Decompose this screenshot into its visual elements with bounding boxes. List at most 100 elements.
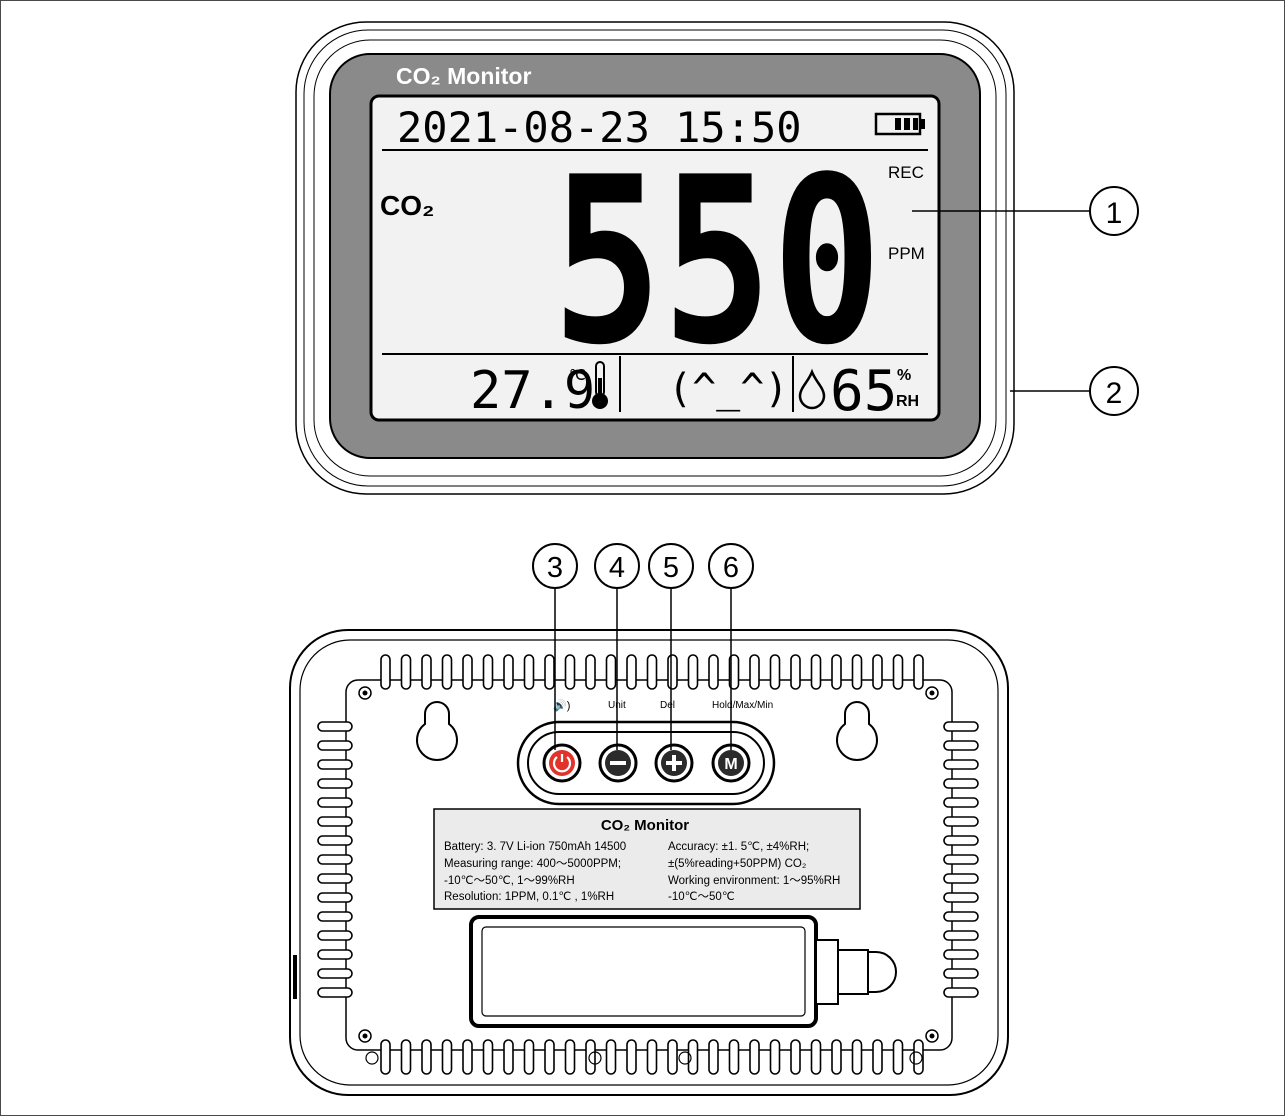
vent-slot-bottom (605, 1039, 617, 1075)
vent-slot-top (646, 654, 658, 690)
usb-port (815, 939, 897, 1005)
callout-2-circle (1089, 366, 1139, 416)
button-panel-inner (527, 731, 765, 795)
vent-slot-bottom (441, 1039, 453, 1075)
vent-slot-bottom (564, 1039, 576, 1075)
temperature-reading: 27.9 (470, 361, 595, 421)
vent-slot-bottom (544, 1039, 555, 1075)
vent-slot-right (943, 873, 979, 884)
vent-slot-top (462, 654, 473, 690)
callout-3: 3 (532, 543, 578, 750)
vent-slot-top (790, 654, 801, 690)
co2-label: CO₂ (380, 190, 434, 221)
vent-slot-bottom (667, 1039, 678, 1075)
vent-slot-top (851, 654, 863, 690)
vent-slot-left (317, 949, 353, 960)
ppm-unit: PPM (888, 244, 925, 263)
device-title: CO₂ Monitor (396, 63, 531, 89)
plus-button[interactable] (654, 743, 694, 783)
callout-1-number: 1 (1106, 197, 1123, 230)
vent-slot-right (943, 968, 979, 979)
vent-slot-top (872, 654, 883, 690)
vent-slot-left (317, 778, 353, 789)
back-casing-ring (299, 639, 999, 1086)
vent-slot-right (943, 835, 979, 846)
wall-mount-keyhole-left (416, 700, 458, 761)
rec-indicator: REC (888, 163, 924, 182)
vent-slot-top (523, 654, 535, 690)
callout-4-number: 4 (609, 552, 625, 584)
vent-slot-bottom (646, 1039, 658, 1075)
vent-slot-left (317, 816, 353, 827)
co2-reading: 550 (552, 129, 882, 396)
vent-slot-bottom (728, 1039, 740, 1075)
vent-slot-bottom (851, 1039, 863, 1075)
power-button-label: 🔊) (553, 698, 570, 712)
power-button[interactable] (542, 743, 582, 783)
vent-slot-top (482, 654, 494, 690)
spec-right-line-3: Working environment: 1～95%RH (668, 875, 840, 887)
wall-mount-keyhole-right (836, 700, 878, 761)
vent-slot-left (317, 759, 353, 770)
vent-slot-top (626, 654, 637, 690)
humidity-rh: RH (896, 393, 919, 410)
vent-slot-top (585, 654, 596, 690)
vent-slot-bottom (380, 1039, 391, 1075)
plus-button-label: Del (660, 700, 675, 711)
battery-compartment (469, 915, 818, 1028)
vent-slot-top (708, 654, 719, 690)
vent-slot-top (441, 654, 453, 690)
front-casing-ring (303, 29, 1007, 487)
spec-right-line-1: Accuracy: ±1. 5℃, ±4%RH; (668, 841, 809, 853)
minus-button[interactable] (598, 743, 638, 783)
spec-label (433, 808, 861, 910)
vent-slot-top (687, 654, 699, 690)
vent-slot-bottom (892, 1039, 904, 1075)
callout-6-number: 6 (723, 552, 739, 584)
humidity-reading: 65 (830, 359, 897, 424)
vent-slot-right (943, 721, 979, 732)
vent-slot-right (943, 892, 979, 903)
vent-slot-top (667, 654, 678, 690)
vent-slot-bottom (913, 1039, 924, 1075)
vent-slot-right (943, 987, 979, 998)
vent-slot-bottom (400, 1039, 412, 1075)
vent-slot-left (317, 797, 353, 808)
vent-slot-bottom (769, 1039, 781, 1075)
vent-slot-top (605, 654, 617, 690)
vent-slot-top (892, 654, 904, 690)
callout-2-number: 2 (1106, 377, 1123, 410)
vent-slot-top (564, 654, 576, 690)
vent-slot-right (943, 911, 979, 922)
comfort-emoticon: (^_^) (668, 366, 788, 412)
front-view: CO₂ Monitor 2021-08-23 15:50 CO₂ 550 REC… (295, 21, 1139, 495)
mode-button[interactable]: M (711, 743, 751, 783)
callout-3-number: 3 (547, 552, 563, 584)
vent-slot-left (317, 740, 353, 751)
vent-slot-bottom (872, 1039, 883, 1075)
vent-slot-right (943, 740, 979, 751)
thermometer-icon (592, 361, 608, 409)
vent-slot-left (317, 968, 353, 979)
battery-icon (874, 112, 925, 136)
minus-icon (610, 761, 626, 765)
vent-slot-right (943, 816, 979, 827)
callout-4: 4 (594, 543, 640, 750)
vent-slot-bottom (810, 1039, 822, 1075)
vent-slot-left (317, 987, 353, 998)
vent-slot-bottom (790, 1039, 801, 1075)
vent-slot-left (317, 911, 353, 922)
vent-slot-top (769, 654, 781, 690)
vent-slot-top (503, 654, 514, 690)
power-icon (552, 756, 572, 773)
vent-slot-top (544, 654, 555, 690)
vent-slot-bottom (503, 1039, 514, 1075)
temperature-unit: ℃ (569, 367, 586, 384)
vent-slot-bottom (421, 1039, 432, 1075)
spec-right-line-4: -10℃～50℃ (668, 891, 735, 903)
vent-slot-left (317, 854, 353, 865)
vent-slot-top (400, 654, 412, 690)
lcd-datetime: 2021-08-23 15:50 (397, 103, 802, 152)
vent-slot-top (810, 654, 822, 690)
vent-slot-top (913, 654, 924, 690)
